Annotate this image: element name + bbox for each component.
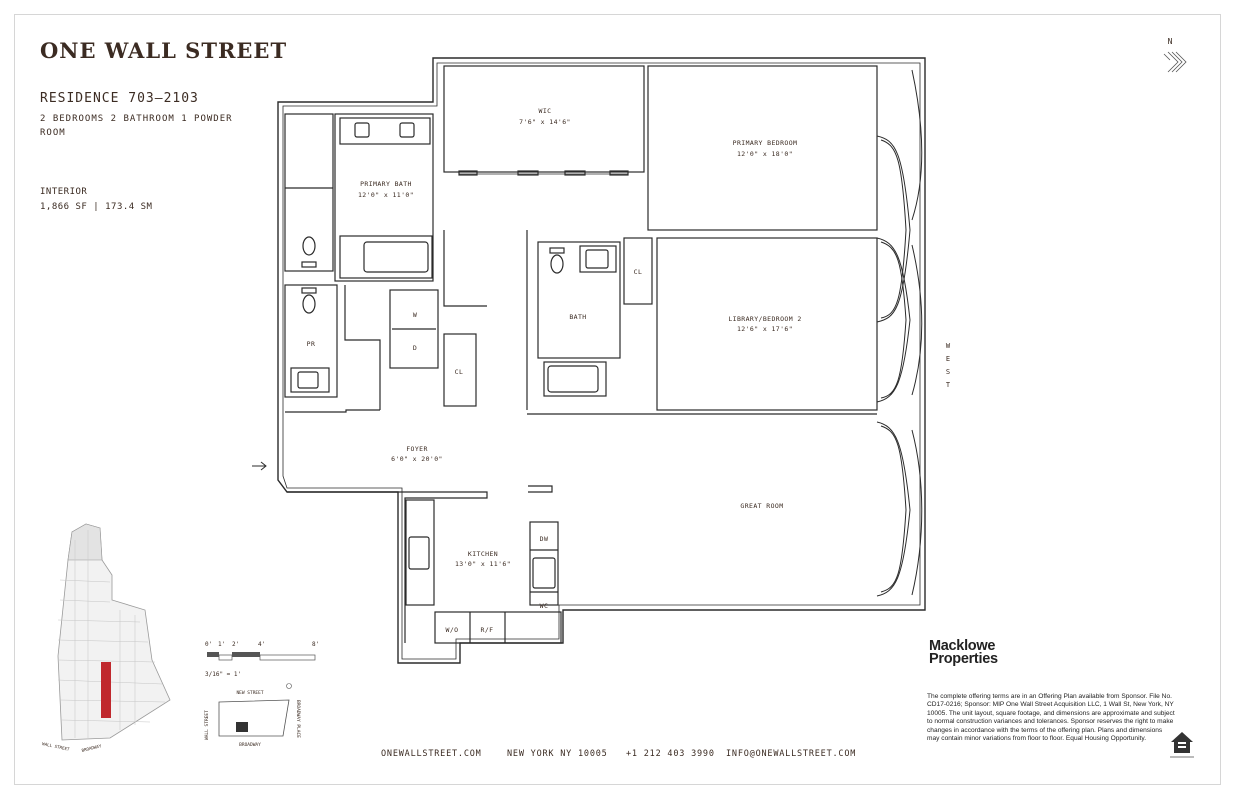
wo-label: W/O xyxy=(446,626,459,634)
dryer-label: D xyxy=(413,344,417,352)
room-labels: WIC 7'6" x 14'6" PRIMARY BEDROOM 12'0" x… xyxy=(307,107,802,634)
scale-tick-1: 1' xyxy=(218,641,225,648)
room-wic-name: WIC xyxy=(539,107,552,115)
room-bath-name: BATH xyxy=(569,313,586,321)
washer-label: W xyxy=(413,311,417,319)
window-bays xyxy=(876,69,923,597)
room-primary-bedroom-name: PRIMARY BEDROOM xyxy=(733,139,798,147)
interior-block: INTERIOR 1,866 SF | 173.4 SM xyxy=(40,185,152,215)
residence-title: RESIDENCE 703–2103 xyxy=(40,91,199,106)
room-wic-dim: 7'6" x 14'6" xyxy=(519,118,571,126)
wc-label: WC xyxy=(540,602,549,610)
page-frame xyxy=(14,14,1221,785)
building-street-left: WALL STREET xyxy=(42,741,71,752)
scale-tick-3: 4' xyxy=(258,641,265,648)
room-library-dim: 12'6" x 17'6" xyxy=(737,325,793,333)
keyplan-top: NEW STREET xyxy=(236,690,263,696)
room-primary-bath-name: PRIMARY BATH xyxy=(360,180,412,188)
footer-website[interactable]: ONEWALLSTREET.COM xyxy=(381,749,482,759)
room-primary-bath-dim: 12'0" x 11'0" xyxy=(358,191,414,199)
footer-email[interactable]: INFO@ONEWALLSTREET.COM xyxy=(726,749,857,759)
residence-subtitle: 2 BEDROOMS 2 BATHROOM 1 POWDER ROOM xyxy=(40,114,233,138)
keyplan-left: WALL STREET xyxy=(204,710,210,740)
rf-label: R/F xyxy=(481,626,494,634)
room-pr-name: PR xyxy=(307,340,316,348)
key-plan: NEW STREET WALL STREET BROADWAY PLACE BR… xyxy=(204,683,301,748)
keyplan-right: BROADWAY PLACE xyxy=(295,700,301,738)
north-arrow-icon: N xyxy=(1163,37,1187,73)
room-cl1-name: CL xyxy=(634,268,643,276)
scale-bar: 0' 1' 2' 4' 8' 3/16" = 1' xyxy=(205,641,319,678)
scale-tick-2: 2' xyxy=(232,641,239,648)
footer-city: NEW YORK NY 10005 xyxy=(507,749,608,759)
room-cl2-name: CL xyxy=(455,368,464,376)
entry-arrow-icon xyxy=(252,461,267,471)
room-kitchen-dim: 13'0" x 11'6" xyxy=(455,560,511,568)
scale-ratio: 3/16" = 1' xyxy=(205,671,241,678)
developer-line1: Macklowe xyxy=(929,638,996,654)
developer-line2: Properties xyxy=(929,651,998,667)
outer-walls xyxy=(277,57,926,664)
dw-label: DW xyxy=(540,535,549,543)
room-foyer-name: FOYER xyxy=(406,445,428,453)
developer-logo: Macklowe Properties xyxy=(929,638,998,667)
room-library-name: LIBRARY/BEDROOM 2 xyxy=(728,315,801,323)
room-kitchen-name: KITCHEN xyxy=(468,550,498,558)
room-primary-bedroom-dim: 12'0" x 18'0" xyxy=(737,150,793,158)
disclaimer-text: The complete offering terms are in an Of… xyxy=(927,693,1175,743)
building-illustration: WALL STREET BROADWAY xyxy=(42,523,171,753)
room-foyer-dim: 6'0" x 20'0" xyxy=(391,455,443,463)
interior-area: 1,866 SF | 173.4 SM xyxy=(40,202,153,212)
north-label: N xyxy=(1168,37,1173,46)
brand-title: ONE WALL STREET xyxy=(40,38,288,63)
keyplan-bottom: BROADWAY xyxy=(239,742,261,748)
equal-housing-icon xyxy=(1170,732,1194,758)
scale-tick-4: 8' xyxy=(312,641,319,648)
interior-label: INTERIOR xyxy=(40,187,88,197)
footer-phone[interactable]: +1 212 403 3990 xyxy=(626,749,715,759)
room-great-room-name: GREAT ROOM xyxy=(740,502,783,510)
building-street-right: BROADWAY xyxy=(81,743,102,753)
scale-tick-0: 0' xyxy=(205,641,212,648)
interior-walls xyxy=(284,65,878,644)
